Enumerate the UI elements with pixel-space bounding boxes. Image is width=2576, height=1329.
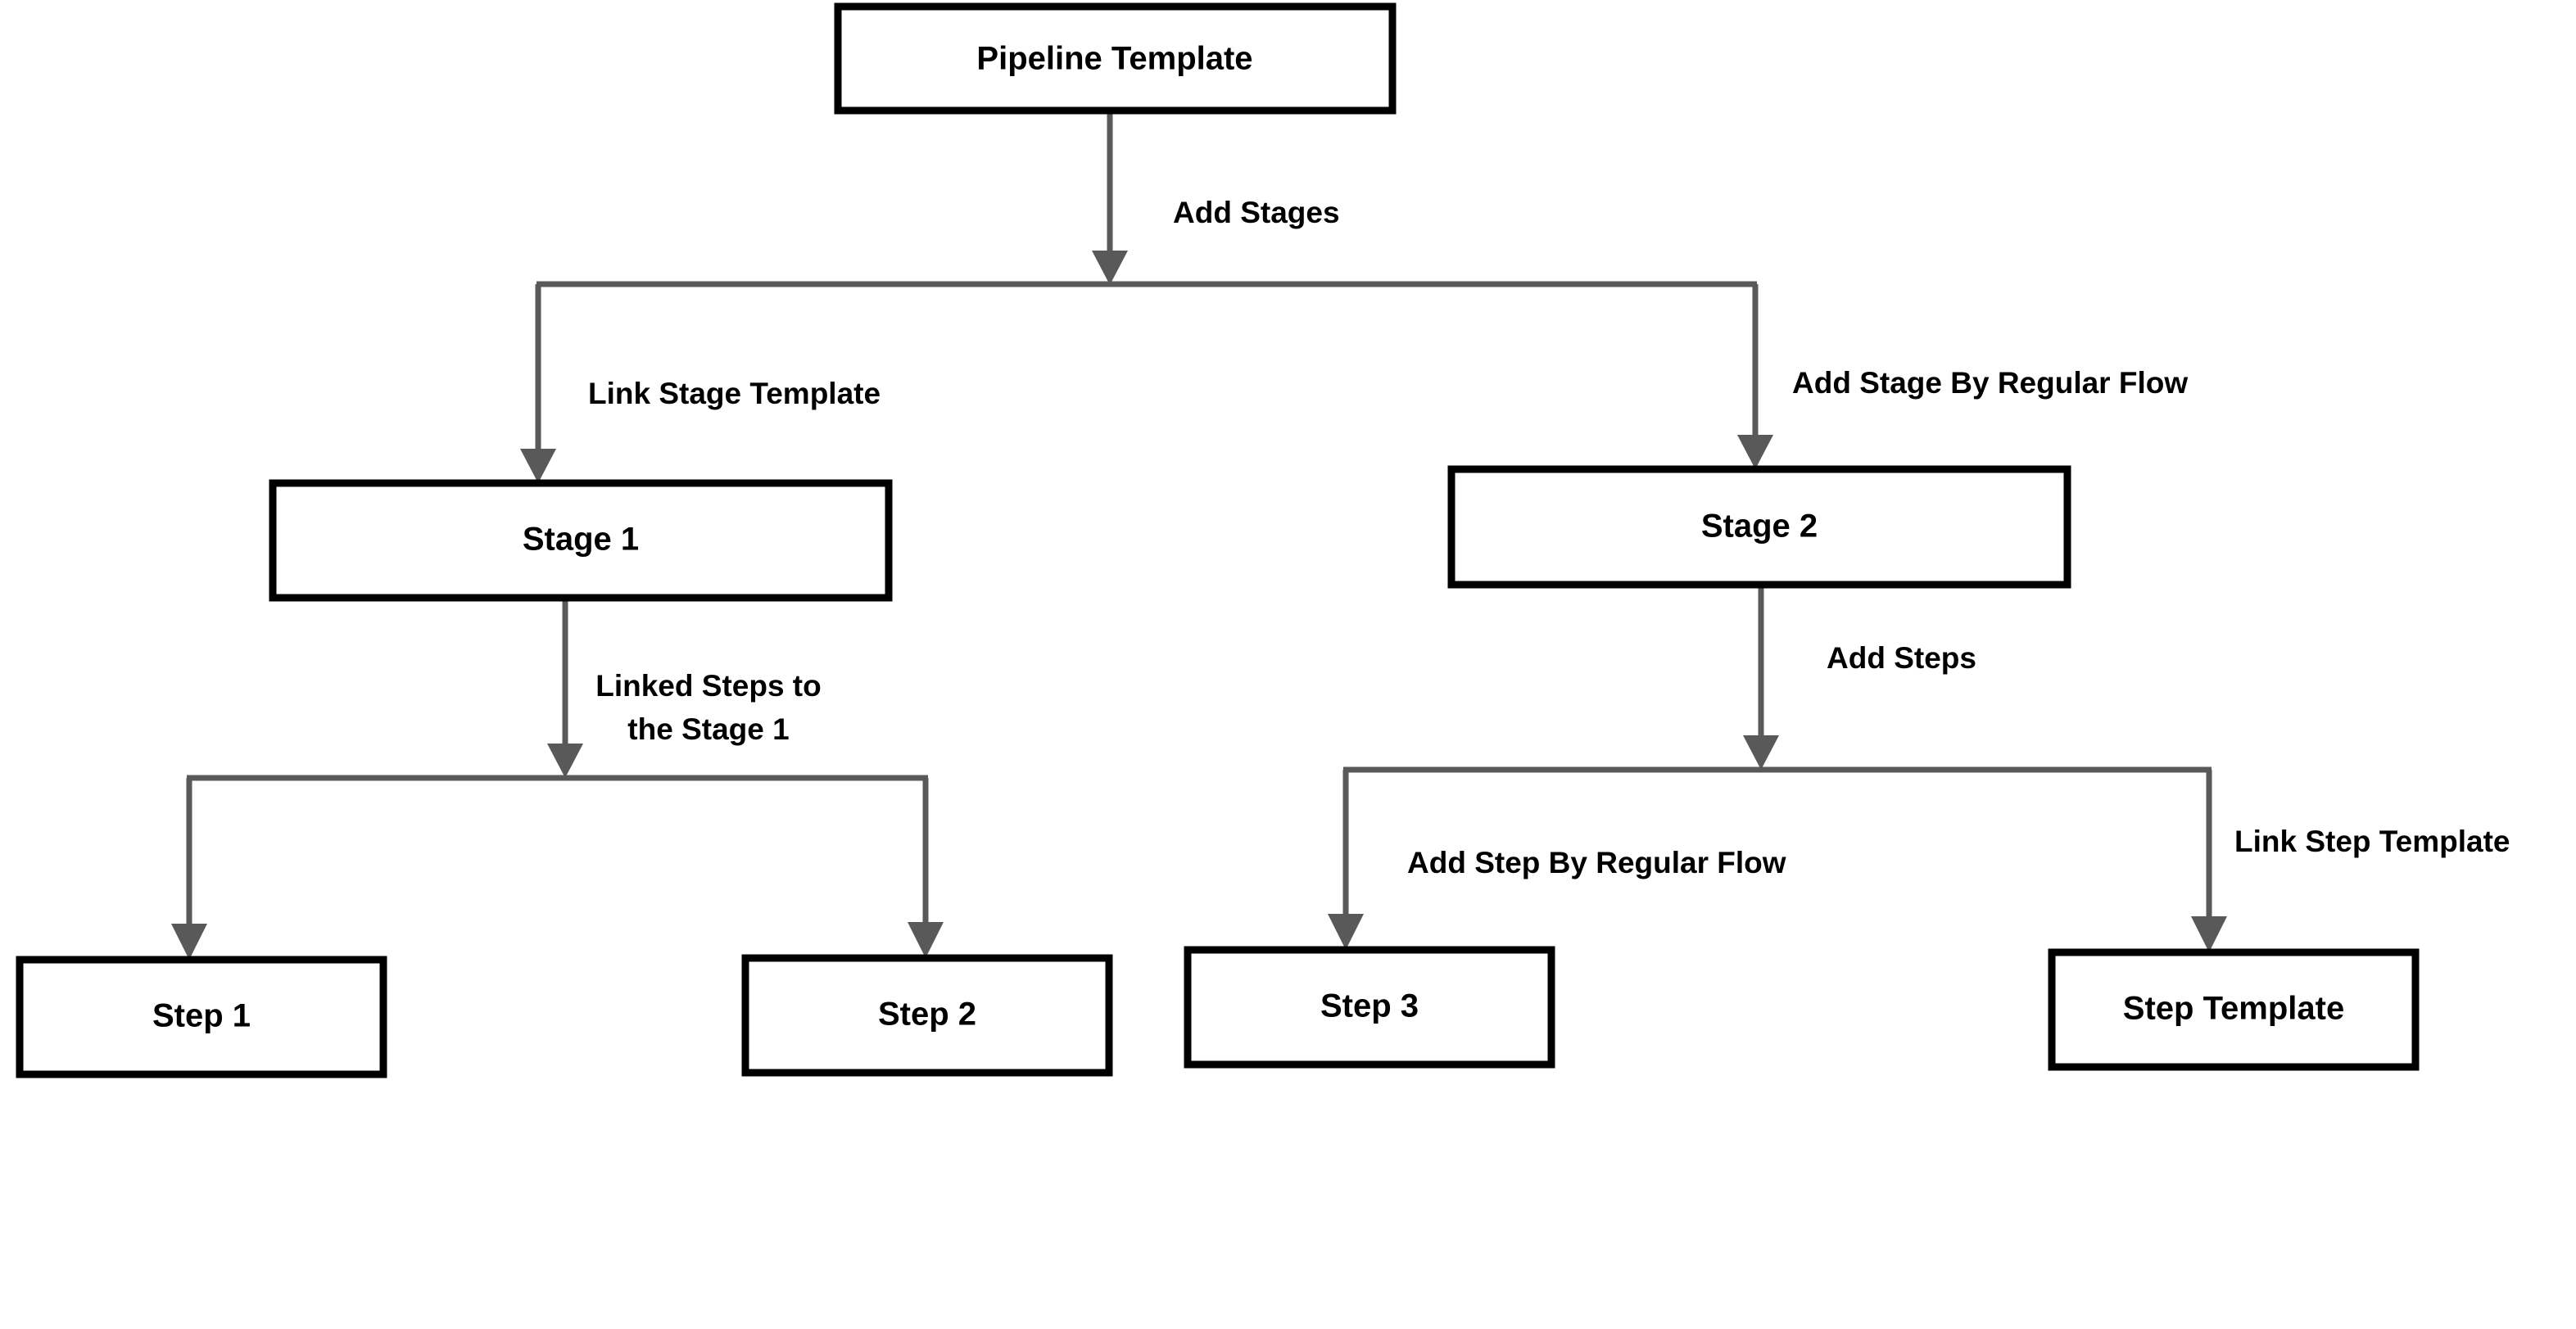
edge-add-stage-regular-flow-arrowhead (1737, 435, 1773, 469)
edge-add-step-regular-flow: Add Step By Regular Flow (1328, 770, 1786, 950)
edge-link-step-template: Link Step Template (2191, 770, 2510, 952)
edge-link-step-template-arrowhead (2191, 916, 2227, 952)
edge-add-step-regular-flow-label: Add Step By Regular Flow (1407, 846, 1786, 879)
edge-add-stages-label: Add Stages (1173, 196, 1340, 229)
edge-to-step-1-arrowhead (171, 924, 207, 960)
node-step-template[interactable]: Step Template (2048, 948, 2420, 1071)
node-step-1-box[interactable] (16, 956, 387, 1078)
node-stage-1-label: Stage 1 (523, 522, 639, 558)
edge-add-step-regular-flow-arrowhead (1328, 914, 1364, 950)
edge-to-step-2-arrowhead (908, 922, 944, 958)
node-step-2-box[interactable] (741, 954, 1113, 1077)
node-pipeline-template-box[interactable] (834, 2, 1397, 115)
edge-to-step-2 (908, 778, 944, 958)
node-pipeline-template-label: Pipeline Template (976, 41, 1252, 77)
node-pipeline-template[interactable]: Pipeline Template (834, 2, 1397, 115)
edge-add-stage-regular-flow: Add Stage By Regular Flow (1737, 284, 2188, 469)
edge-add-stages-arrowhead (1092, 251, 1128, 285)
node-stage-2-box[interactable] (1447, 465, 2071, 589)
edge-add-steps-label: Add Steps (1827, 641, 1976, 675)
node-stage-2-label: Stage 2 (1701, 509, 1818, 545)
edge-linked-steps-label-line2: the Stage 1 (627, 712, 789, 746)
edge-link-step-template-label: Link Step Template (2234, 825, 2510, 858)
node-step-1[interactable]: Step 1 (16, 956, 387, 1078)
node-stage-1-box[interactable] (269, 479, 893, 602)
edge-linked-steps-arrowhead (547, 744, 583, 778)
edge-add-steps: Add Steps (1743, 585, 1976, 770)
edge-to-step-1 (171, 778, 207, 960)
edge-link-stage-template: Link Stage Template (520, 284, 881, 483)
edge-link-stage-template-label: Link Stage Template (588, 377, 881, 410)
node-step-3-box[interactable] (1184, 946, 1555, 1069)
edge-add-steps-arrowhead (1743, 735, 1779, 770)
node-step-3[interactable]: Step 3 (1184, 946, 1555, 1069)
node-step-2[interactable]: Step 2 (741, 954, 1113, 1077)
edge-linked-steps-label-line1: Linked Steps to (595, 669, 821, 703)
node-stage-2[interactable]: Stage 2 (1447, 465, 2071, 589)
node-step-2-label: Step 2 (878, 997, 976, 1033)
edge-linked-steps: Linked Steps to the Stage 1 (547, 598, 822, 778)
edge-link-stage-template-arrowhead (520, 449, 556, 483)
node-step-template-box[interactable] (2048, 948, 2420, 1071)
node-step-3-label: Step 3 (1320, 988, 1419, 1024)
edge-add-stages: Add Stages (1092, 111, 1340, 285)
node-step-1-label: Step 1 (152, 998, 251, 1034)
node-step-template-label: Step Template (2123, 991, 2344, 1027)
node-stage-1[interactable]: Stage 1 (269, 479, 893, 602)
edge-add-stage-regular-flow-label: Add Stage By Regular Flow (1792, 366, 2188, 400)
